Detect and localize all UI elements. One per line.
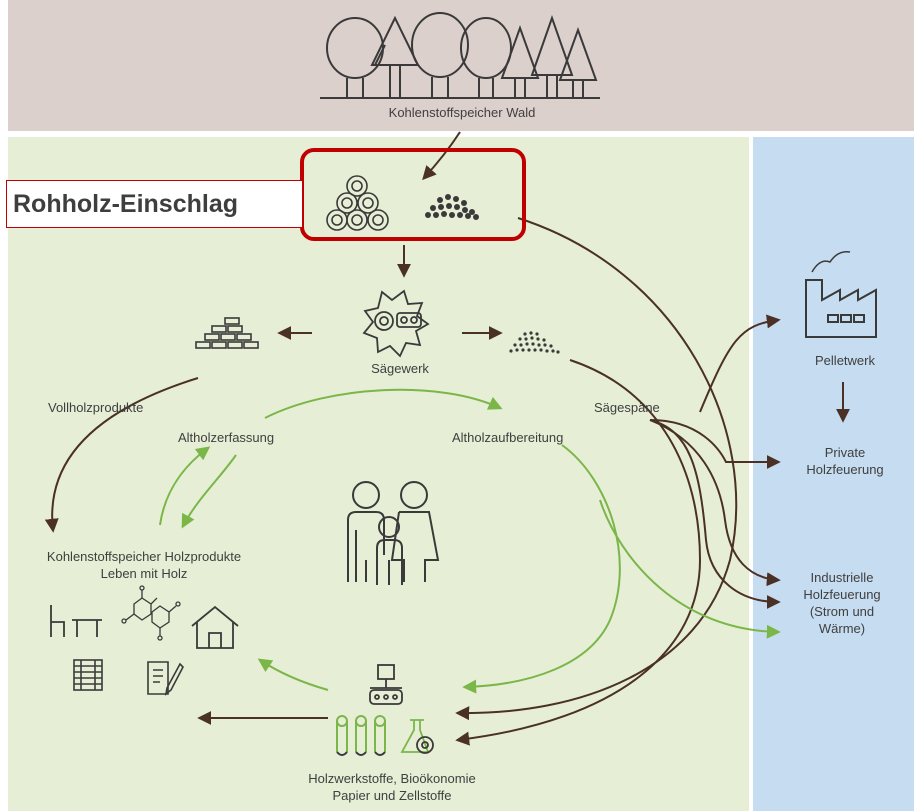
flask-gear-icon: [400, 719, 434, 754]
label-sawmill: Sägewerk: [371, 361, 429, 376]
label-waste-collection: Altholzerfassung: [178, 430, 275, 445]
label-waste-processing: Altholzaufbereitung: [452, 430, 564, 445]
saw-blade-icon: [362, 289, 430, 358]
label-private-line2: Holzfeuerung: [806, 462, 884, 477]
harvest-callout: Rohholz-Einschlag: [6, 180, 302, 228]
recycling-flow-arrows: [159, 388, 781, 694]
label-sawdust: Sägespäne: [594, 400, 660, 415]
label-materials: Holzwerkstoffe, Bioökonomie Papier und Z…: [308, 770, 475, 804]
label-industrial-line3: (Strom und: [809, 604, 875, 619]
label-private: Private Holzfeuerung: [806, 444, 883, 478]
conveyor-icon: [369, 664, 403, 705]
label-storage-line2: Leben mit Holz: [100, 566, 188, 581]
lumber-stack-icon: [195, 317, 259, 349]
chair-table-icon: [50, 605, 102, 637]
factory-icon: [805, 250, 877, 338]
sawdust-pile-icon: [509, 331, 560, 354]
house-icon: [191, 605, 239, 649]
label-storage: Kohlenstoffspeicher Holzprodukte Leben m…: [47, 548, 241, 582]
document-icon: [147, 661, 184, 696]
material-flow-arrows: [44, 131, 850, 746]
label-pellet: Pelletwerk: [815, 353, 875, 368]
pallet-icon: [73, 659, 103, 691]
paper-roll-icon: [336, 715, 386, 756]
label-materials-line2: Papier und Zellstoffe: [332, 788, 452, 803]
energy-use-panel: [753, 137, 914, 811]
label-forest: Kohlenstoffspeicher Wald: [388, 105, 536, 120]
label-private-line1: Private: [824, 445, 866, 460]
family-icon: [347, 481, 440, 585]
label-storage-line1: Kohlenstoffspeicher Holzprodukte: [46, 549, 242, 564]
label-industrial-line2: Holzfeuerung: [803, 587, 881, 602]
log-pile-icon: [326, 175, 389, 231]
harvest-highlight-box: [300, 148, 526, 241]
label-industrial: Industrielle Holzfeuerung (Strom und Wär…: [803, 569, 880, 637]
label-solid-wood: Vollholzprodukte: [48, 400, 144, 415]
label-materials-line1: Holzwerkstoffe, Bioökonomie: [308, 771, 476, 786]
molecule-icon: [121, 585, 181, 641]
wood-chips-icon: [425, 194, 479, 220]
tree-icon: [320, 12, 600, 99]
label-industrial-line1: Industrielle: [810, 570, 874, 585]
label-industrial-line4: Wärme): [818, 621, 866, 636]
